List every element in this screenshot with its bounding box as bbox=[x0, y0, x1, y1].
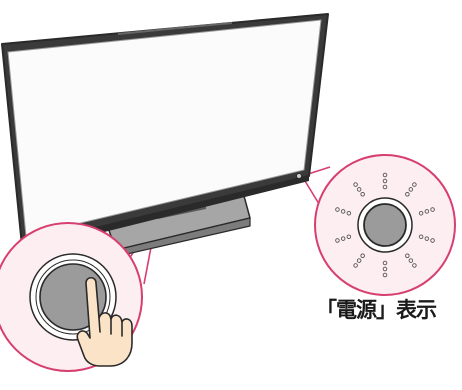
power-button-callout bbox=[0, 222, 143, 372]
glowing-indicator-icon bbox=[334, 172, 436, 278]
tv-body bbox=[1, 13, 329, 252]
power-indicator-callout bbox=[314, 154, 456, 296]
pointing-hand-icon bbox=[76, 276, 133, 367]
indicator-lamp bbox=[363, 203, 407, 247]
power-indicator-caption: 「電源」表示 bbox=[316, 298, 437, 322]
tv-screen bbox=[7, 19, 322, 237]
tv-power-indicator bbox=[296, 173, 302, 179]
